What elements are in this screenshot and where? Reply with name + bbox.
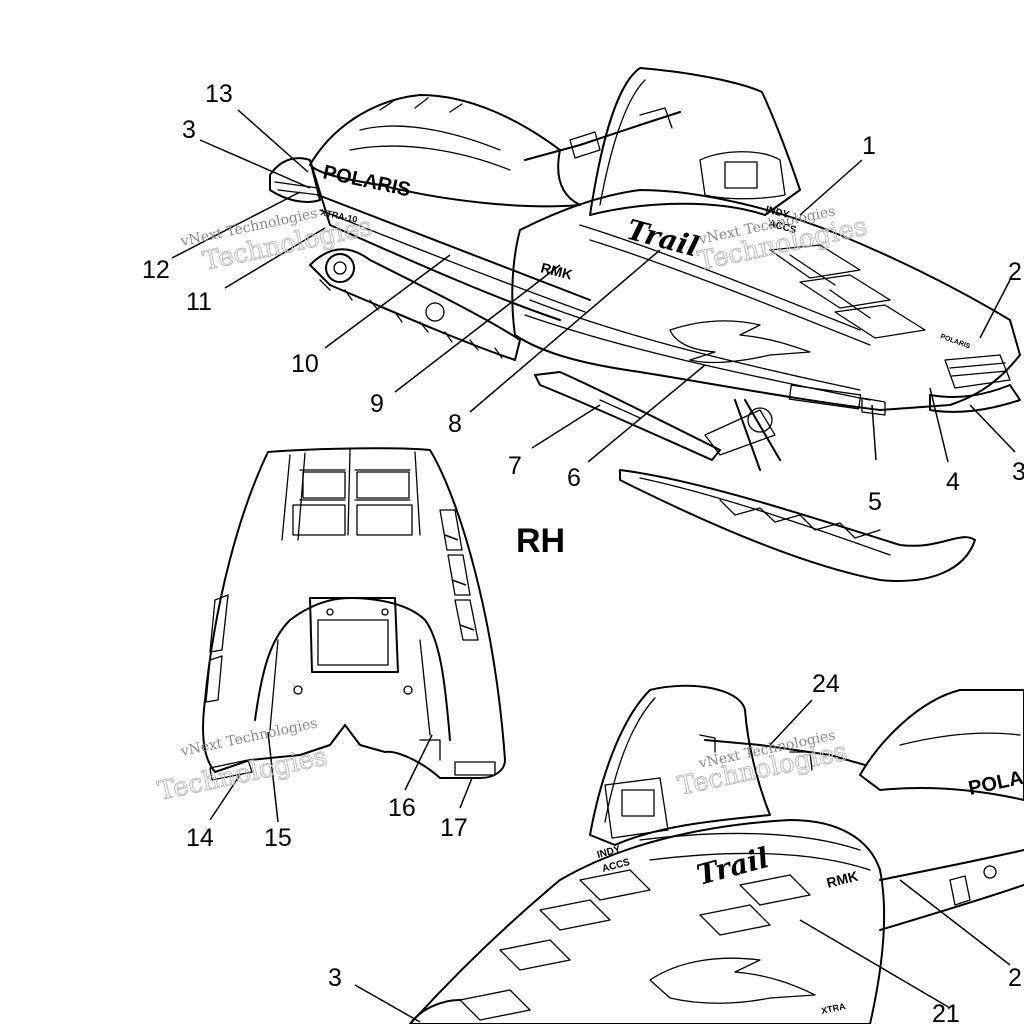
side-label: RH <box>516 522 565 560</box>
callout-14: 14 <box>186 824 214 852</box>
callout-21: 21 <box>932 1000 960 1024</box>
snowmobile-upper-view: POLARIS XTRA-10 Trail RMK INDY ACCS POLA… <box>269 67 1021 582</box>
xtra-lower-decal: XTRA <box>820 1001 847 1016</box>
callout-3: 3 <box>182 116 196 144</box>
polaris-decal: POLARIS <box>321 161 413 201</box>
indy-lower-decal: INDY <box>596 844 622 861</box>
callout-labels: 13 3 12 11 10 9 8 7 6 1 2 5 4 3 RH 14 15… <box>142 80 1024 1024</box>
callout-13: 13 <box>205 80 233 108</box>
callout-3-lower: 3 <box>328 964 342 992</box>
callout-16: 16 <box>388 794 416 822</box>
callout-8: 8 <box>448 410 462 438</box>
callout-10: 10 <box>291 350 319 378</box>
callout-6: 6 <box>567 464 581 492</box>
rmk-decal: RMK <box>539 259 574 282</box>
trail-decal: Trail <box>623 213 702 264</box>
callout-2-lower: 2 <box>1008 964 1022 992</box>
leader-lines <box>171 109 1016 1023</box>
callout-9: 9 <box>370 390 384 418</box>
callout-1: 1 <box>862 132 876 160</box>
callout-17: 17 <box>440 814 468 842</box>
callout-11: 11 <box>186 288 212 316</box>
callout-15: 15 <box>264 824 292 852</box>
rmk-lower-decal: RMK <box>825 868 860 891</box>
trail-lower-decal: Trail <box>693 841 772 892</box>
polaris-front-decal: POLARIS <box>939 333 971 350</box>
callout-5: 5 <box>868 488 882 516</box>
callout-3-front: 3 <box>1012 458 1024 486</box>
callout-2: 2 <box>1008 258 1022 286</box>
callout-4: 4 <box>946 468 960 496</box>
callout-12: 12 <box>142 256 170 284</box>
polaris-lower-decal: POLARIS <box>966 760 1024 800</box>
callout-24: 24 <box>812 670 840 698</box>
hood-top-view <box>202 447 506 781</box>
callout-7: 7 <box>508 452 522 480</box>
